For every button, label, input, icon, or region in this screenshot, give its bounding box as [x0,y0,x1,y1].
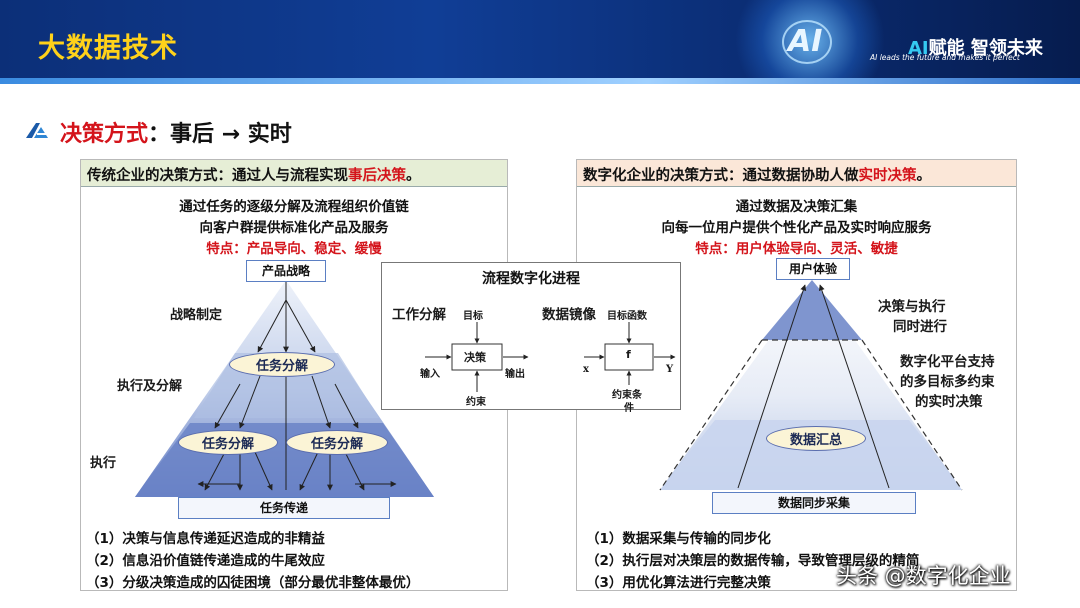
process-y: Y [666,364,674,375]
slogan-subtitle: AI leads the future and makes it perfect [870,53,1020,62]
stage-strategy: 战略制定 [170,308,223,323]
task-decompose-left: 任务分解 [178,430,278,455]
traditional-note-3: （3）分级决策造成的囚徒困境（部分最优非整体最优） [86,575,420,591]
process-decision: 决策 [464,351,486,364]
traditional-feature: 特点：产品导向、稳定、缓慢 [206,241,382,257]
traditional-head-red: 事后决策 [348,168,406,184]
digital-line2: 向每一位用户提供个性化产品及实时响应服务 [661,220,932,236]
stage-execute-decompose: 执行及分解 [117,379,183,394]
upward-arrows [737,284,890,489]
digital-panel-header: 数字化企业的决策方式：通过数据协助人做实时决策。 [577,160,1016,187]
digital-bottom-band [660,420,962,490]
data-sync-collect-box: 数据同步采集 [712,492,916,514]
traditional-note-2: （2）信息沿价值链传递造成的牛尾效应 [86,553,325,569]
side-note-2-line3: 的实时决策 [915,394,983,410]
digital-head-prefix: 数字化企业的决策方式：通过数据协助人做 [583,168,859,184]
process-input: 输入 [420,369,440,380]
header-banner: 大数据技术 AI AI赋能 智领未来 AI leads the future a… [0,0,1080,78]
digital-note-1: （1）数据采集与传输的同步化 [586,531,771,547]
section-title-red: 决策方式 [60,122,149,147]
process-left-target: 目标 [463,311,483,322]
process-title: 流程数字化进程 [482,271,580,287]
process-left-constraint: 约束 [466,397,486,408]
digital-top-band [762,280,862,340]
task-decompose-right: 任务分解 [286,430,388,455]
dashed-edge-left [659,339,763,491]
process-right-target: 目标函数 [607,311,647,322]
process-x: x [583,364,589,375]
process-digitalization-box: 流程数字化进程 [381,262,681,410]
digital-note-3: （3）用优化算法进行完整决策 [586,575,771,591]
slogan: AI赋能 智领未来 [908,34,1043,60]
process-right-constraint-1: 约束条 [612,390,642,401]
traditional-panel-header: 传统企业的决策方式：通过人与流程实现事后决策。 [81,160,507,187]
task-decompose-top: 任务分解 [229,352,335,377]
section-title-rest: ：事后 → 实时 [148,122,292,147]
slogan-ai: AI [908,38,929,59]
process-work-decompose: 工作分解 [392,307,446,323]
page-title: 大数据技术 [38,33,178,64]
ai-logo-ring [782,20,832,64]
traditional-head-prefix: 传统企业的决策方式：通过人与流程实现 [87,168,348,184]
user-experience-box: 用户体验 [776,258,850,280]
traditional-head-suffix: 。 [406,168,421,184]
digital-note-2: （2）执行层对决策层的数据传输，导致管理层级的精简 [586,553,920,569]
process-right-constraint-2: 件 [624,403,634,414]
watermark: 头条 @数字化企业 [836,564,1011,588]
side-note-1-line2: 同时进行 [893,319,947,335]
traditional-line1: 通过任务的逐级分解及流程组织价值链 [179,199,409,215]
task-tree-lines [197,282,397,491]
side-note-2-line2: 的多目标多约束 [900,374,995,390]
side-note-1-line1: 决策与执行 [878,299,946,315]
ai-logo-text: AI [788,24,823,59]
slogan-main: 赋能 智领未来 [928,38,1043,59]
process-output: 输出 [505,369,525,380]
digital-head-suffix: 。 [916,168,932,184]
digital-feature: 特点：用户体验导向、灵活、敏捷 [695,241,898,257]
traditional-note-1: （1）决策与信息传递延迟造成的非精益 [86,531,325,547]
process-f: f [626,348,631,361]
digital-line1: 通过数据及决策汇集 [735,199,858,215]
side-note-2-line1: 数字化平台支持 [900,354,995,370]
stage-execute: 执行 [90,456,117,471]
section-title: 决策方式：事后 → 实时 [60,116,292,148]
mirror-block [604,343,654,371]
dashed-edge-right [861,339,963,491]
product-strategy-box: 产品战略 [246,260,326,282]
header-divider [0,78,1080,84]
section-logo-icon [26,123,48,138]
traditional-line2: 向客户群提供标准化产品及服务 [199,220,389,236]
decision-block [451,343,503,371]
task-transfer-box: 任务传递 [178,497,390,519]
digital-head-red: 实时决策 [858,168,917,184]
data-aggregate-ellipse: 数据汇总 [766,426,866,451]
process-data-mirror: 数据镜像 [542,307,596,323]
